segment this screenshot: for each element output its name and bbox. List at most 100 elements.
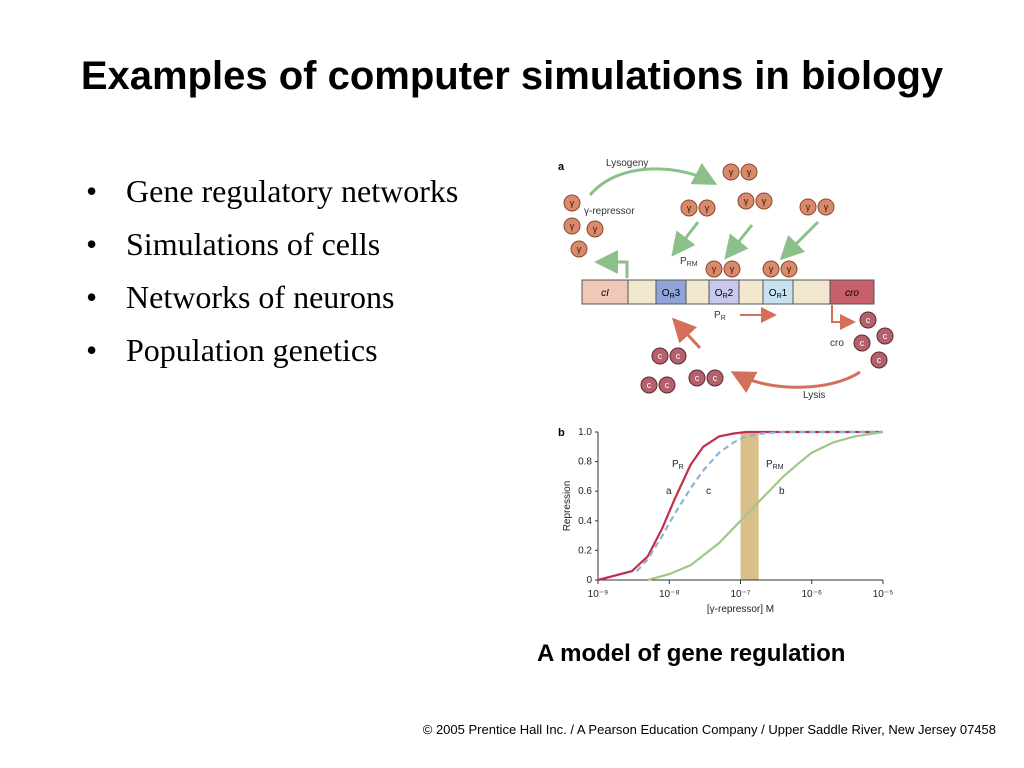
bullet-item: •Population genetics [86, 331, 466, 369]
series-line-b [647, 430, 884, 582]
y-tick-label: 1.0 [578, 427, 592, 438]
cro-protein-group [640, 311, 894, 394]
svg-text:c: c [860, 338, 865, 348]
y-tick-label: 0.2 [578, 545, 592, 556]
gamma-repressor-icon [723, 260, 741, 278]
svg-text:c: c [665, 380, 670, 390]
svg-text:γ: γ [687, 203, 692, 213]
bullet-dot-icon: • [86, 332, 98, 368]
c-glyphs: c c c c c c c c c c [647, 315, 888, 390]
gamma-repressor-icon [698, 199, 716, 217]
or1-site [762, 279, 794, 305]
svg-text:γ: γ [747, 167, 752, 177]
bullet-dot-icon: • [86, 226, 98, 262]
panel-a-label: a [558, 161, 565, 173]
slide-title: Examples of computer simulations in biol… [80, 54, 944, 98]
gamma-repressor-icon [705, 260, 723, 278]
gamma-repressor-icon [563, 194, 581, 212]
svg-text:γ: γ [729, 167, 734, 177]
cro-protein-icon [859, 311, 877, 329]
svg-text:c: c [658, 351, 663, 361]
bullet-text: Simulations of cells [126, 226, 381, 262]
svg-text:γ: γ [824, 202, 829, 212]
gamma-repressor-icon [737, 192, 755, 210]
gamma-repressor-icon [762, 260, 780, 278]
repressor-binding-arrow [779, 220, 820, 261]
series-name-c: c [706, 486, 711, 497]
cro-protein-icon [706, 369, 724, 387]
figure-caption: A model of gene regulation [537, 640, 846, 667]
cro-protein-icon [658, 376, 676, 394]
cro-expression-arrow [831, 305, 856, 330]
lysis-arrow [730, 370, 861, 394]
svg-text:cI: cI [601, 288, 609, 299]
svg-text:γ: γ [806, 202, 811, 212]
repressor-binding-arrow [671, 221, 700, 257]
copyright-footer: © 2005 Prentice Hall Inc. / A Pearson Ed… [422, 722, 996, 737]
pr-label: PR [714, 310, 726, 322]
repressor-label: γ-repressor [584, 206, 635, 217]
svg-text:γ: γ [570, 198, 575, 208]
gamma-repressor-icon [780, 260, 798, 278]
svg-text:c: c [713, 373, 718, 383]
cro-binding-arrow [671, 317, 702, 350]
lysogeny-label: Lysogeny [606, 158, 648, 169]
gamma-repressor-icon [563, 217, 581, 235]
series-name-a: a [666, 486, 672, 497]
svg-text:c: c [883, 331, 888, 341]
highlight-band [740, 432, 759, 580]
svg-text:γ: γ [744, 196, 749, 206]
cro-gene [829, 279, 875, 305]
cro-protein-icon [640, 376, 658, 394]
x-tick-label: 10⁻⁷ [730, 589, 750, 600]
svg-text:c: c [676, 351, 681, 361]
gamma-repressor-icon [722, 163, 740, 181]
bullet-list: • Gene regulatory networks • Simulations o… [86, 172, 466, 384]
svg-text:OR1: OR1 [769, 288, 788, 300]
series-line-c [635, 430, 883, 572]
bullet-item: • Simulations of cells [86, 225, 466, 263]
repressor-binding-arrow [724, 224, 754, 260]
cro-protein-icon [870, 351, 888, 369]
svg-text:γ: γ [769, 264, 774, 274]
series-label-b: PRM [766, 459, 784, 471]
prm-transcription-arrow [594, 250, 629, 278]
series-name-b: b [779, 486, 785, 497]
or3-site [655, 279, 687, 305]
gamma-repressor-group [563, 163, 835, 278]
cro-protein-icon [688, 369, 706, 387]
svg-text:c: c [695, 373, 700, 383]
lysis-label: Lysis [803, 390, 825, 401]
gamma-repressor-icon [799, 198, 817, 216]
svg-text:c: c [647, 380, 652, 390]
bullet-text: Networks of neurons [126, 279, 395, 315]
x-tick-label: 10⁻⁶ [801, 589, 822, 600]
gamma-repressor-icon [586, 220, 604, 238]
x-tick-label: 10⁻⁸ [659, 589, 680, 600]
x-tick-label: 10⁻⁵ [873, 589, 894, 600]
svg-text:γ: γ [705, 203, 710, 213]
y-tick-label: 0.8 [578, 457, 592, 468]
cro-protein-icon [876, 327, 894, 345]
gamma-repressor-icon [680, 199, 698, 217]
prm-label: PRM [680, 256, 698, 268]
bullet-text: Gene regulatory networks [126, 173, 459, 209]
ci-gene [581, 279, 629, 305]
cro-protein-icon [669, 347, 687, 365]
y-tick-label: 0.6 [578, 486, 592, 497]
svg-text:γ: γ [762, 196, 767, 206]
svg-text:OR3: OR3 [662, 288, 681, 300]
svg-text:c: c [877, 355, 882, 365]
bullet-dot-icon: • [86, 173, 98, 209]
svg-text:γ: γ [593, 224, 598, 234]
gamma-repressor-icon [740, 163, 758, 181]
or2-site [708, 279, 740, 305]
y-tick-label: 0.4 [578, 516, 592, 527]
panel-b-label: b [558, 427, 565, 439]
x-axis-label: [γ-repressor] M [707, 604, 774, 615]
svg-text:γ: γ [570, 221, 575, 231]
bullet-item: • Gene regulatory networks [86, 172, 466, 210]
y-tick-label: 0 [586, 575, 592, 586]
svg-text:cro: cro [845, 288, 859, 299]
cro-protein-icon [651, 347, 669, 365]
